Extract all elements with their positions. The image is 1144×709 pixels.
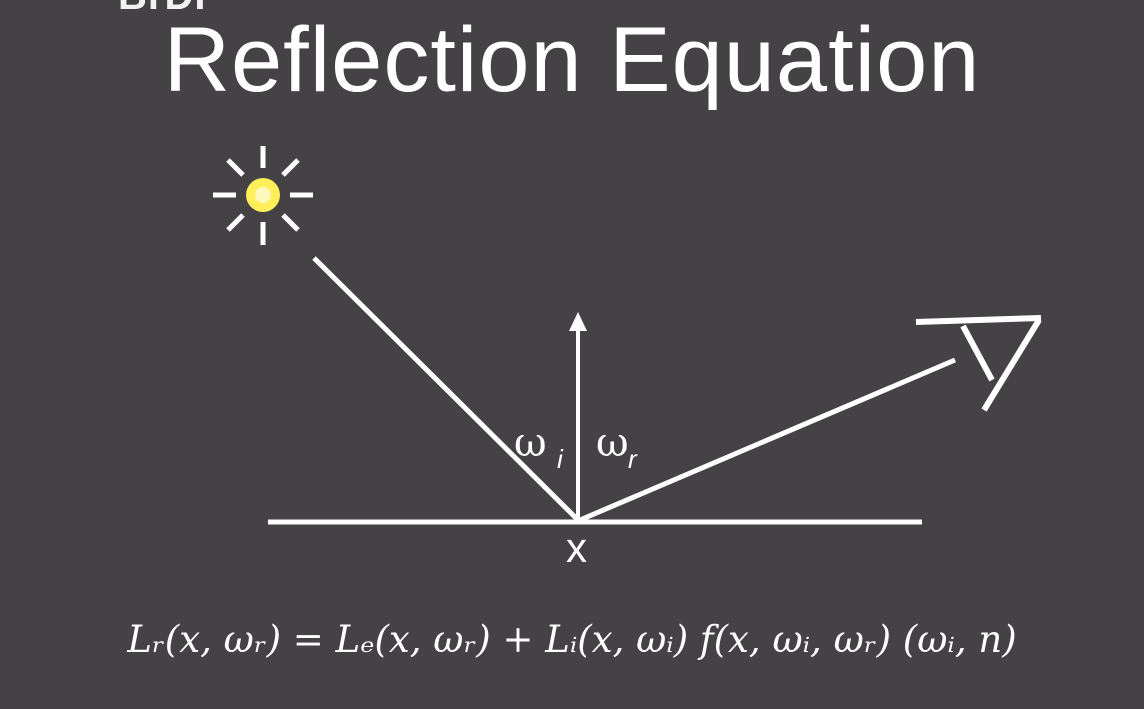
reflected-direction-subscript: r (628, 444, 637, 474)
incident-ray (312, 256, 580, 522)
slide-title: Reflection Equation (163, 9, 981, 111)
incident-direction-label: ω (514, 420, 547, 466)
reflected-direction-label: ω (596, 420, 629, 466)
cut-off-heading-fragment: BrDF (118, 0, 220, 19)
light-center (255, 187, 271, 203)
surface-point-label: x (566, 524, 587, 571)
light-source-icon (213, 146, 313, 245)
reflected-ray (579, 357, 956, 523)
reflection-equation: Lᵣ(x, ωᵣ) = Lₑ(x, ωᵣ) + Lᵢ(x, ωᵢ) f(x, ω… (127, 618, 1017, 661)
incident-direction-subscript: i (557, 444, 563, 474)
normal-arrowhead (569, 312, 587, 331)
eye-icon (915, 315, 1042, 412)
